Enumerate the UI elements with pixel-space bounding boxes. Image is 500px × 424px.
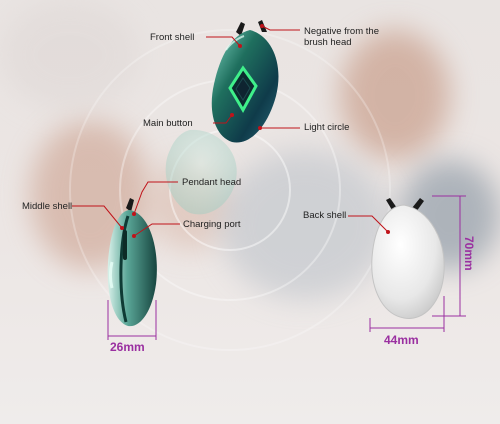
label-main-button: Main button — [143, 118, 193, 129]
label-pendant-head: Pendant head — [182, 177, 242, 188]
main-button-shape — [235, 77, 251, 101]
label-light-circle: Light circle — [304, 122, 350, 133]
label-negative-ion: Negative from the brush head — [304, 26, 379, 48]
label-charging-port: Charging port — [183, 219, 241, 230]
pendant-front — [211, 20, 279, 143]
dimension-44mm: 44mm — [384, 333, 419, 347]
dimension-70mm: 70mm — [462, 236, 476, 271]
label-back-shell: Back shell — [303, 210, 347, 221]
dimension-lines — [107, 195, 466, 340]
label-middle-shell: Middle shell — [22, 201, 73, 212]
pendant-back — [371, 198, 445, 319]
label-front-shell: Front shell — [150, 32, 195, 43]
leader-dots — [120, 24, 390, 238]
pendant-ghost — [165, 129, 237, 215]
pendant-side — [107, 198, 157, 327]
background-wall — [0, 0, 140, 110]
background-shirt — [220, 150, 390, 300]
dimension-26mm: 26mm — [110, 340, 145, 354]
background-figure-right — [340, 30, 450, 160]
